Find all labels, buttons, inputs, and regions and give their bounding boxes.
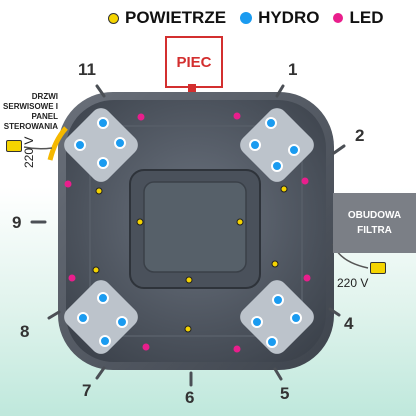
hour-1: 1 bbox=[288, 60, 298, 79]
seat-pad-bottom-left bbox=[64, 280, 138, 354]
hydro-jets bbox=[74, 117, 302, 348]
filter-line1: OBUDOWA bbox=[347, 210, 402, 221]
seat-pad-top-right bbox=[240, 108, 314, 182]
hour-9: 9 bbox=[12, 213, 22, 232]
air-jets bbox=[92, 185, 288, 333]
legend-hydro-label: HYDRO bbox=[258, 8, 320, 27]
hour-2: 2 bbox=[355, 126, 365, 145]
filter-line2: FILTRA bbox=[357, 225, 392, 236]
plug-icon-right bbox=[370, 262, 386, 274]
service-door-label: DRZWI SERWISOWE I PANEL STEROWANIA bbox=[0, 92, 58, 132]
legend-air-label: POWIETRZE bbox=[125, 8, 227, 27]
legend-hydro: HYDRO bbox=[240, 8, 319, 28]
hour-8: 8 bbox=[20, 322, 30, 341]
service-door-arc bbox=[47, 126, 68, 161]
filter-housing: OBUDOWA FILTRA bbox=[333, 193, 416, 253]
hydro-dot-icon bbox=[240, 12, 253, 24]
service-label-line1: DRZWI bbox=[31, 92, 58, 101]
seat-pad-top-left bbox=[64, 108, 138, 182]
service-label-line2: SERWISOWE I bbox=[3, 102, 58, 111]
hour-6: 6 bbox=[185, 388, 195, 407]
legend: POWIETRZE HYDRO LED bbox=[108, 8, 383, 28]
piec-connector bbox=[188, 84, 196, 96]
service-label-line3: PANEL bbox=[31, 112, 58, 121]
service-cable bbox=[23, 146, 53, 150]
legend-led-label: LED bbox=[349, 8, 384, 27]
clock-ticks bbox=[30, 84, 346, 387]
hour-11: 11 bbox=[78, 60, 96, 79]
legend-led: LED bbox=[333, 8, 383, 28]
led-lights bbox=[64, 112, 311, 353]
hour-5: 5 bbox=[280, 384, 290, 403]
tub-bench bbox=[89, 125, 303, 337]
seat-pad-bottom-right bbox=[240, 280, 314, 354]
plug-icon-left bbox=[6, 140, 22, 152]
service-label-line4: STEROWANIA bbox=[3, 122, 58, 131]
led-dot-icon bbox=[333, 13, 344, 23]
legend-air: POWIETRZE bbox=[108, 8, 226, 28]
hour-7: 7 bbox=[82, 381, 92, 400]
hour-4: 4 bbox=[344, 314, 354, 333]
air-dot-icon bbox=[108, 12, 119, 24]
voltage-right: 220 V bbox=[337, 276, 369, 290]
voltage-left: 220 V bbox=[22, 136, 36, 168]
tub-footwell-inner bbox=[143, 181, 247, 273]
